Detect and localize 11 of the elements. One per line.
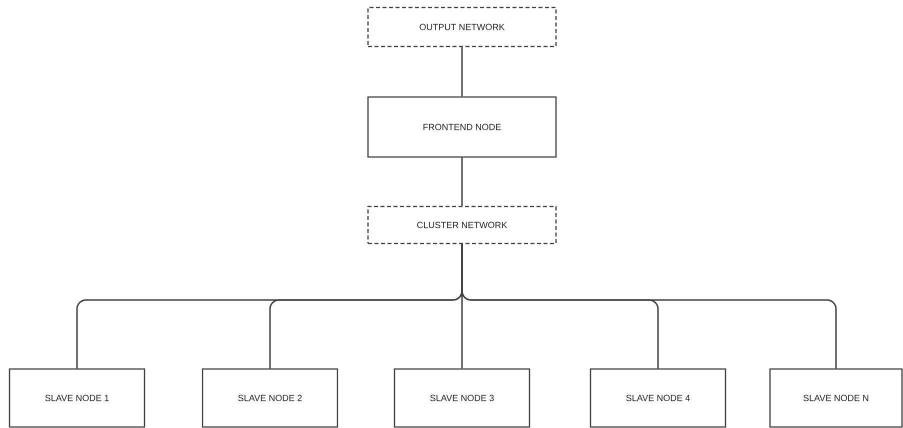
network-box: OUTPUT NETWORK <box>367 6 557 48</box>
connector-line <box>461 158 463 206</box>
connector-line <box>461 244 837 368</box>
process-box: SLAVE NODE N <box>769 368 903 428</box>
process-box: FRONTEND NODE <box>367 96 557 158</box>
connector-line <box>461 47 463 96</box>
process-box: SLAVE NODE 4 <box>590 368 726 428</box>
process-box: SLAVE NODE 2 <box>202 368 338 428</box>
process-box: SLAVE NODE 1 <box>8 368 146 428</box>
process-box: SLAVE NODE 3 <box>394 368 530 428</box>
network-box: CLUSTER NETWORK <box>367 206 557 244</box>
